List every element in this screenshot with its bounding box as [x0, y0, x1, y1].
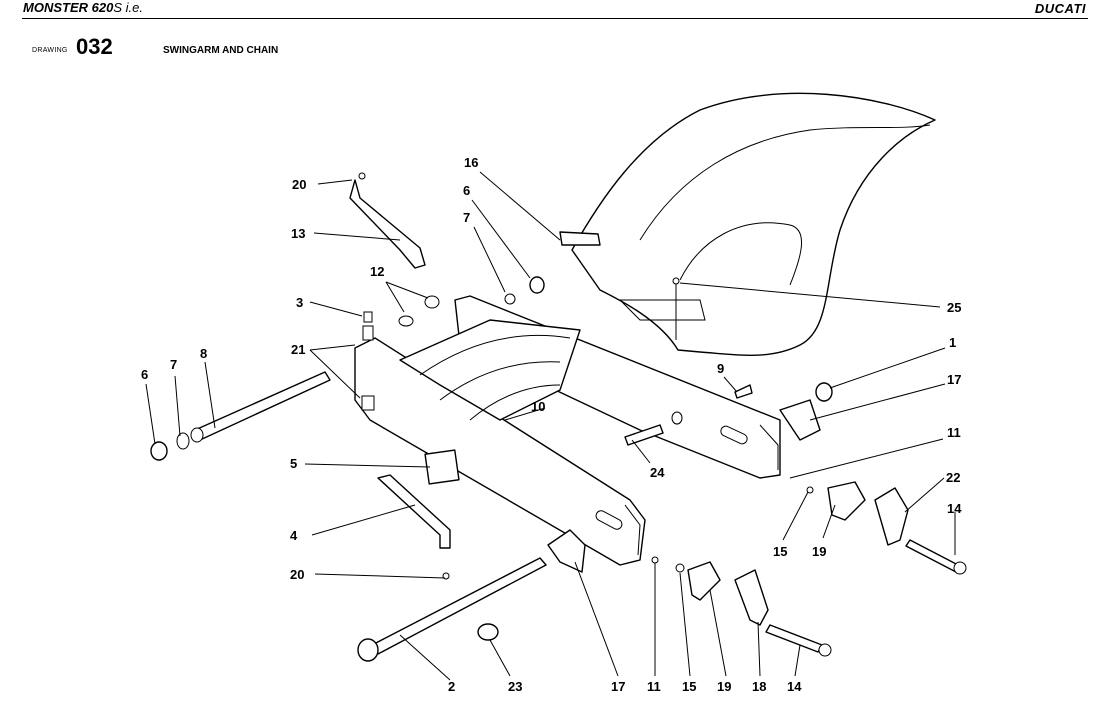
wheel-spindle-part: [357, 557, 547, 662]
callout-7-left: 7: [170, 357, 177, 372]
callout-9: 9: [717, 361, 724, 376]
callout-5: 5: [290, 456, 297, 471]
swingarm-part: [354, 295, 781, 566]
callout-17-right: 17: [947, 372, 961, 387]
callout-17-bottom: 17: [611, 679, 625, 694]
callout-23: 23: [508, 679, 522, 694]
header-rule: [22, 18, 1088, 19]
callout-22: 22: [946, 470, 960, 485]
callout-13: 13: [291, 226, 305, 241]
callout-19-bottom: 19: [717, 679, 731, 694]
callout-6-left: 6: [141, 367, 148, 382]
drawing-title: SWINGARM AND CHAIN: [163, 45, 279, 56]
callout-3: 3: [296, 295, 303, 310]
chain-guard-part: [559, 92, 936, 356]
callout-8: 8: [200, 346, 207, 361]
callout-15-bottom: 15: [682, 679, 696, 694]
callout-2: 2: [448, 679, 455, 694]
callout-4: 4: [290, 528, 298, 543]
callout-24: 24: [650, 465, 665, 480]
callout-16: 16: [464, 155, 478, 170]
callout-11-bottom: 11: [647, 679, 661, 694]
callout-20-bottom: 20: [290, 567, 304, 582]
drawing-number: 032: [76, 34, 113, 59]
page-header: MONSTER 620S i.e. DUCATI: [0, 0, 1110, 20]
callout-11-right: 11: [947, 425, 961, 440]
callout-15-right: 15: [773, 544, 787, 559]
model-name: MONSTER 620S i.e.: [23, 0, 143, 15]
callout-18: 18: [752, 679, 766, 694]
pivot-spindle-part: [150, 371, 331, 461]
callout-25: 25: [947, 300, 961, 315]
small-parts: [349, 172, 967, 657]
callout-1: 1: [949, 335, 956, 350]
callout-21: 21: [291, 342, 305, 357]
callout-7-right: 7: [463, 210, 470, 225]
drawing-label: DRAWING: [32, 47, 68, 54]
callout-10: 10: [531, 399, 545, 414]
leader-lines: [145, 171, 956, 681]
callout-12: 12: [370, 264, 384, 279]
callout-14-bottom: 14: [787, 679, 802, 694]
callout-6-right: 6: [463, 183, 470, 198]
callout-20-top: 20: [292, 177, 306, 192]
brand-logo: DUCATI: [1034, 1, 1086, 16]
callout-14-right: 14: [947, 501, 962, 516]
callout-numbers: 20 13 12 3 6 7 8 21 16 6 7 25 1 9 17 10 …: [141, 155, 962, 694]
model-name-bold: MONSTER 620: [23, 0, 114, 15]
model-name-suffix: S i.e.: [113, 0, 143, 15]
callout-19-right: 19: [812, 544, 826, 559]
